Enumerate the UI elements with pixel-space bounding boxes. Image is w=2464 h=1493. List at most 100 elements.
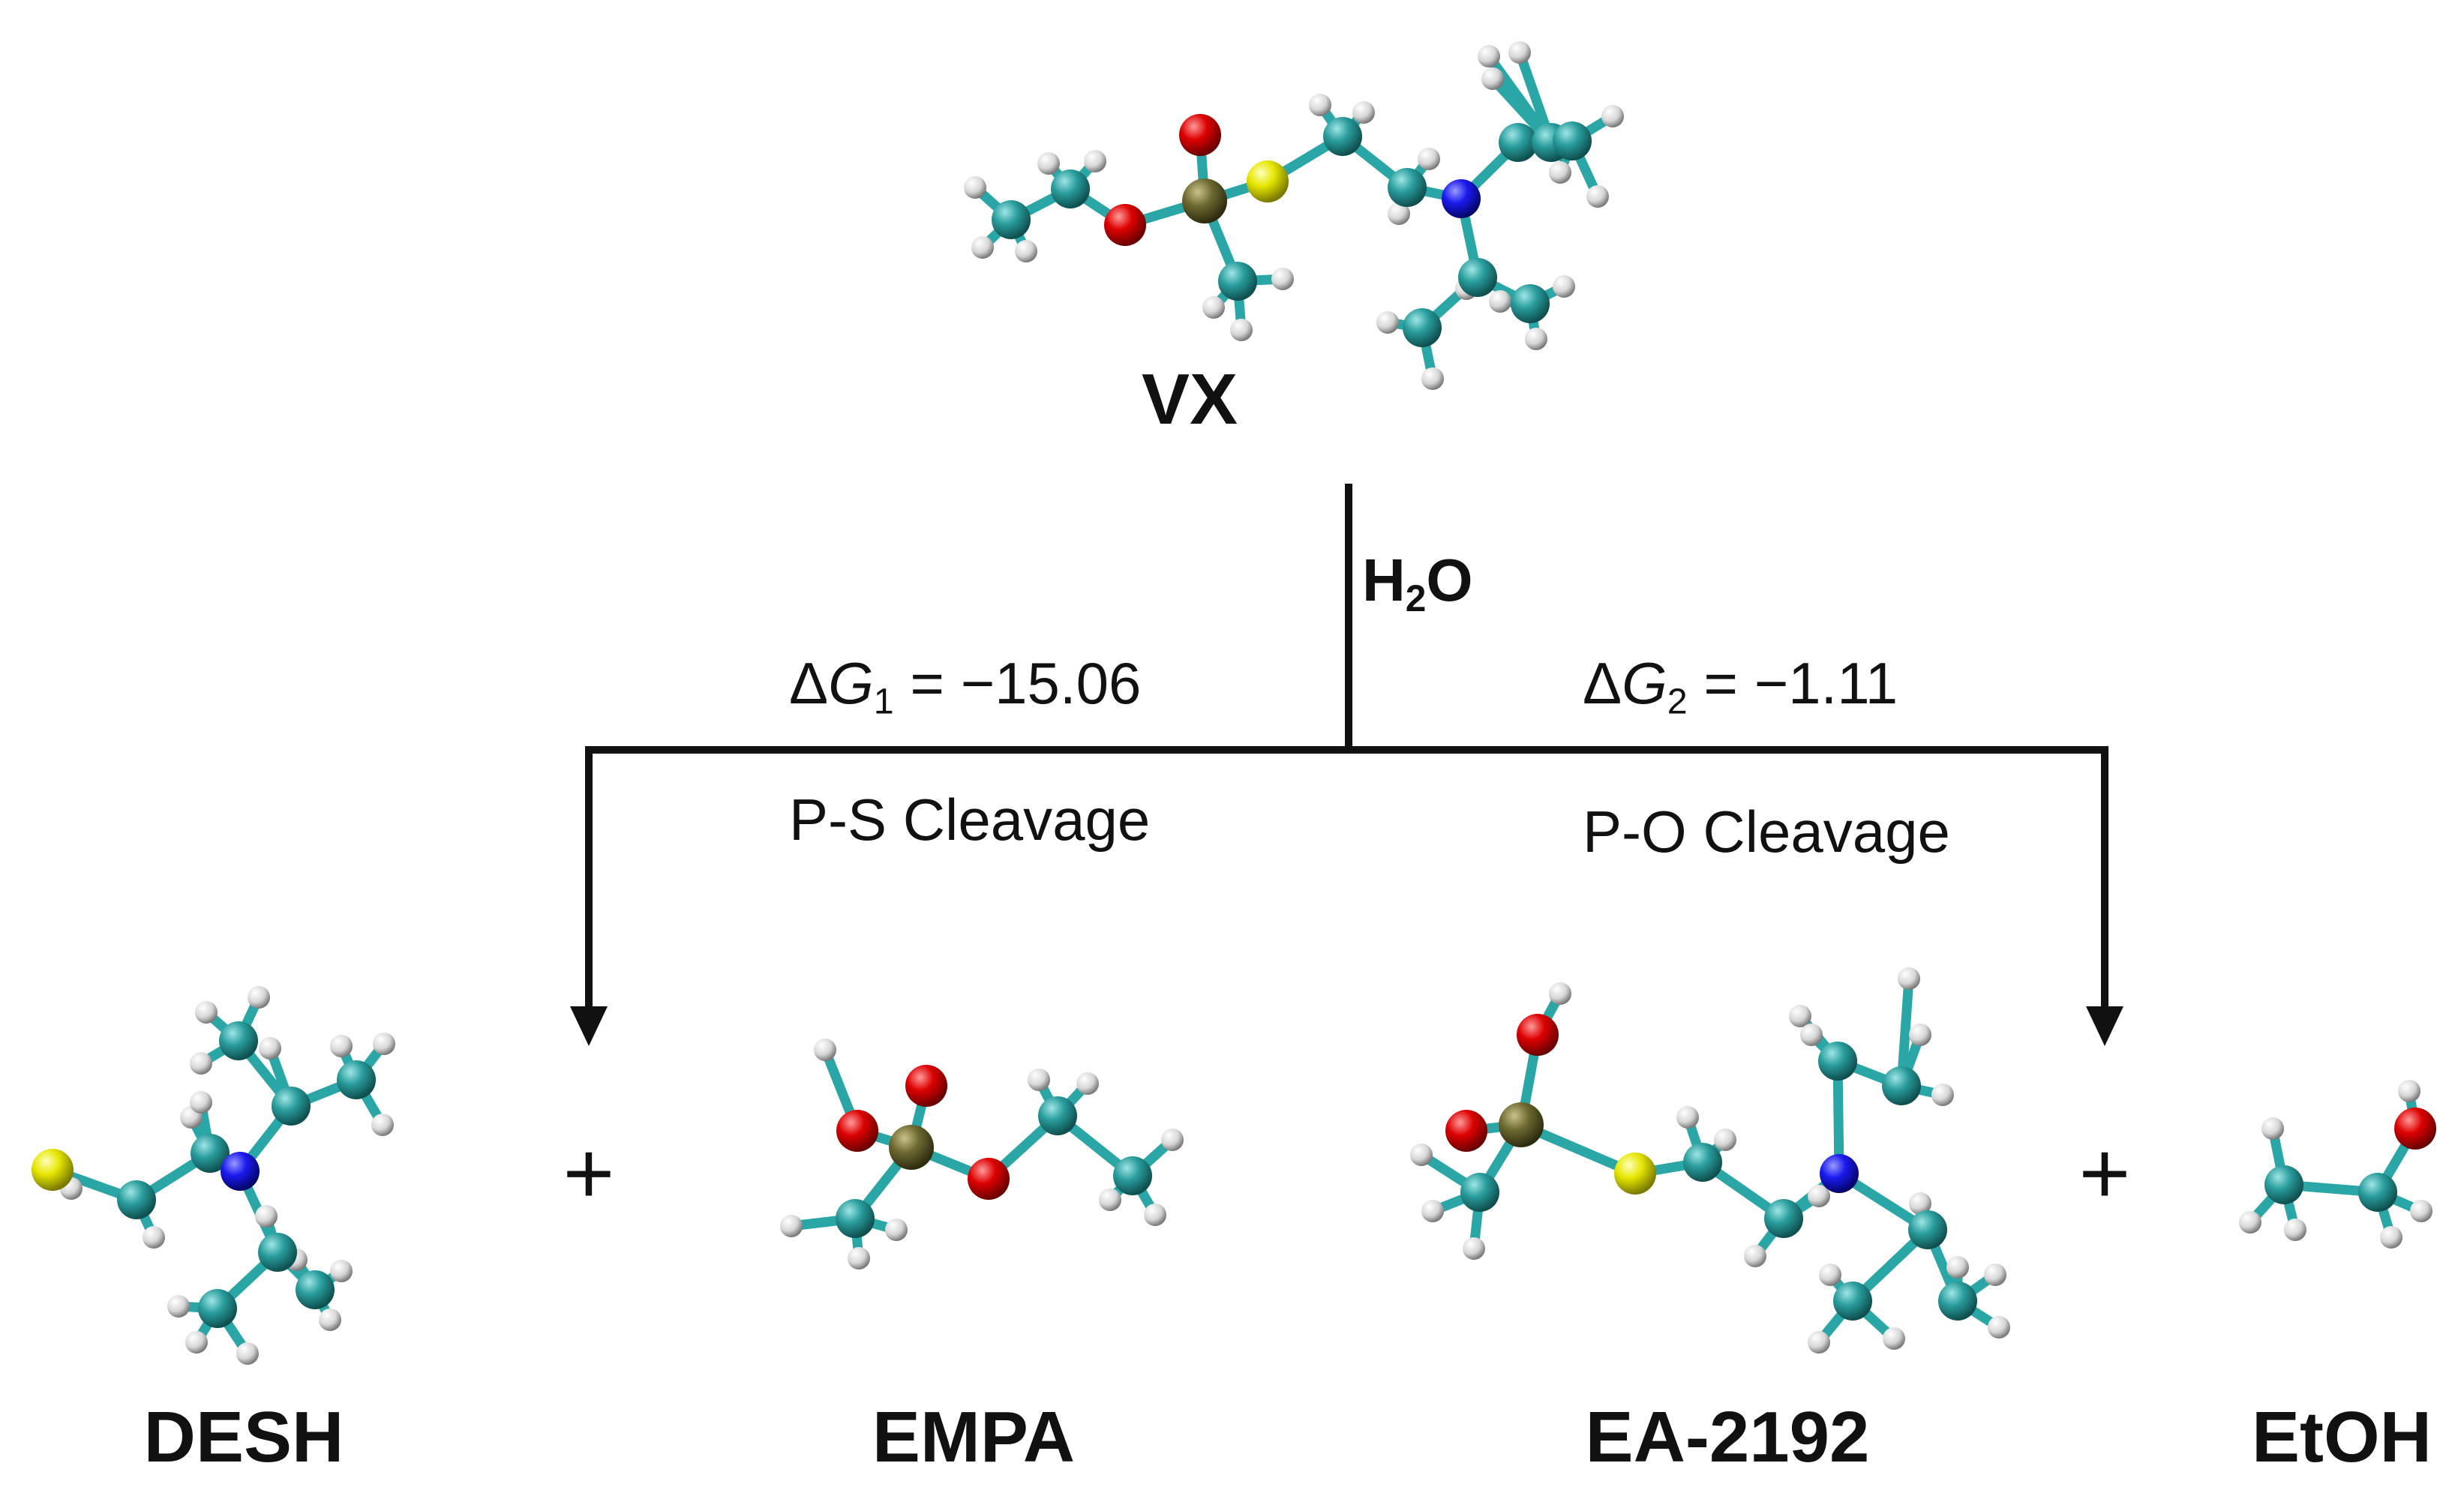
carbon-atom <box>272 1087 311 1126</box>
carbon-atom <box>1038 1096 1077 1135</box>
cleavage-label-po: P-O Cleavage <box>1583 799 1950 865</box>
reagent-water-label: H2O <box>1362 546 1473 620</box>
hydrogen-atom <box>1076 1072 1099 1095</box>
hydrogen-atom <box>1819 1264 1841 1286</box>
hydrogen-atom <box>190 1052 212 1075</box>
delta-g-value: −15.06 <box>960 650 1142 716</box>
carbon-atom <box>1460 1173 1499 1212</box>
hydrogen-atom <box>1271 268 1294 290</box>
hydrogen-atom <box>190 1091 212 1114</box>
hydrogen-atom <box>1946 1256 1969 1279</box>
nitrogen-atom <box>1820 1154 1859 1193</box>
molecule-etoh <box>2239 1080 2436 1249</box>
hydrogen-atom <box>2410 1200 2432 1222</box>
delta-symbol: Δ <box>1583 650 1622 716</box>
hydrogen-atom <box>1410 1144 1433 1166</box>
hydrogen-atom <box>1988 1316 2010 1339</box>
hydrogen-atom <box>1909 1192 1931 1215</box>
carbon-atom <box>1113 1156 1152 1195</box>
hydrogen-atom <box>1463 1237 1485 1260</box>
hydrogen-atom <box>2239 1211 2261 1234</box>
hydrogen-atom <box>2284 1219 2306 1241</box>
sulfur-atom <box>32 1149 74 1191</box>
hydrogen-atom <box>185 1331 208 1354</box>
hydrogen-atom <box>1352 101 1375 124</box>
hydrogen-atom <box>371 1114 394 1136</box>
carbon-atom <box>198 1289 237 1328</box>
carbon-atom <box>1499 123 1538 162</box>
delta-subscript: 1 <box>873 681 894 722</box>
hydrogen-atom <box>1376 311 1399 334</box>
hydrogen-atom <box>885 1219 908 1241</box>
oxygen-atom <box>1445 1110 1487 1152</box>
carbon-atom <box>1388 168 1427 207</box>
reagent-suffix: O <box>1426 547 1473 613</box>
carbon-atom <box>296 1270 335 1309</box>
carbon-atom <box>1051 169 1090 208</box>
reagent-subscript: 2 <box>1405 577 1427 619</box>
carbon-atom <box>836 1199 875 1238</box>
hydrogen-atom <box>1421 1200 1444 1222</box>
carbon-atom <box>1683 1143 1722 1182</box>
delta-equals: = <box>893 650 961 716</box>
hydrogen-atom <box>143 1226 165 1249</box>
hydrogen-atom <box>195 1001 218 1024</box>
hydrogen-atom <box>1144 1204 1166 1226</box>
carbon-atom <box>1553 121 1592 160</box>
hydrogen-atom <box>1586 185 1609 208</box>
phosphorus-atom <box>1499 1102 1544 1147</box>
carbon-atom <box>337 1060 376 1099</box>
hydrogen-atom <box>1489 290 1511 313</box>
hydrogen-atom <box>1898 967 1920 990</box>
hydrogen-atom <box>1789 1005 1811 1027</box>
hydrogen-atom <box>1037 152 1060 175</box>
molecule-label-etoh: EtOH <box>2252 1397 2432 1477</box>
hydrogen-atom <box>1388 202 1410 225</box>
delta-variable: G <box>828 650 874 716</box>
reagent-prefix: H <box>1362 547 1406 613</box>
hydrogen-atom <box>1714 1129 1736 1151</box>
molecule-desh <box>32 986 395 1365</box>
molecule-ea-2192 <box>1410 967 2010 1354</box>
delta-g-pathway-1: ΔG1 = −15.06 <box>789 649 1141 723</box>
hydrogen-atom <box>1601 105 1624 127</box>
carbon-atom <box>2264 1165 2303 1204</box>
hydrogen-atom <box>1808 1185 1830 1207</box>
reaction-tree <box>585 484 2108 1009</box>
carbon-atom <box>992 200 1031 239</box>
oxygen-atom <box>1517 1014 1559 1056</box>
delta-variable: G <box>1622 650 1667 716</box>
hydrogen-atom <box>1084 150 1106 172</box>
hydrogen-atom <box>1984 1264 2006 1286</box>
molecule-label-empa: EMPA <box>872 1397 1076 1477</box>
sulfur-atom <box>1247 160 1289 202</box>
carbon-atom <box>1323 117 1362 156</box>
delta-symbol: Δ <box>789 650 829 716</box>
hydrogen-atom <box>1744 1245 1766 1267</box>
hydrogen-atom <box>2398 1080 2420 1102</box>
hydrogen-atom <box>248 986 270 1009</box>
hydrogen-atom <box>1525 328 1547 350</box>
hydrogen-atom <box>236 1342 259 1365</box>
hydrogen-atom <box>1099 1189 1121 1211</box>
cleavage-label-ps: P-S Cleavage <box>789 787 1151 853</box>
molecule-label-vx: VX <box>1141 359 1238 439</box>
hydrogen-atom <box>814 1039 836 1061</box>
carbon-atom <box>191 1134 230 1173</box>
oxygen-atom <box>1179 114 1221 156</box>
hydrogen-atom <box>1808 1331 1830 1354</box>
hydrogen-atom <box>964 176 986 199</box>
carbon-atom <box>1882 1066 1921 1105</box>
carbon-atom <box>1938 1282 1977 1321</box>
hydrogen-atom <box>1421 367 1444 390</box>
hydrogen-atom <box>780 1215 803 1237</box>
hydrogen-atom <box>373 1033 395 1055</box>
delta-g-value: −1.11 <box>1754 650 1898 716</box>
arrowhead-right <box>2086 1006 2123 1046</box>
hydrogen-atom <box>1202 296 1225 319</box>
hydrogen-atom <box>1309 94 1331 116</box>
nitrogen-atom <box>1442 179 1481 218</box>
carbon-atom <box>258 1233 297 1272</box>
oxygen-atom <box>1104 204 1146 246</box>
